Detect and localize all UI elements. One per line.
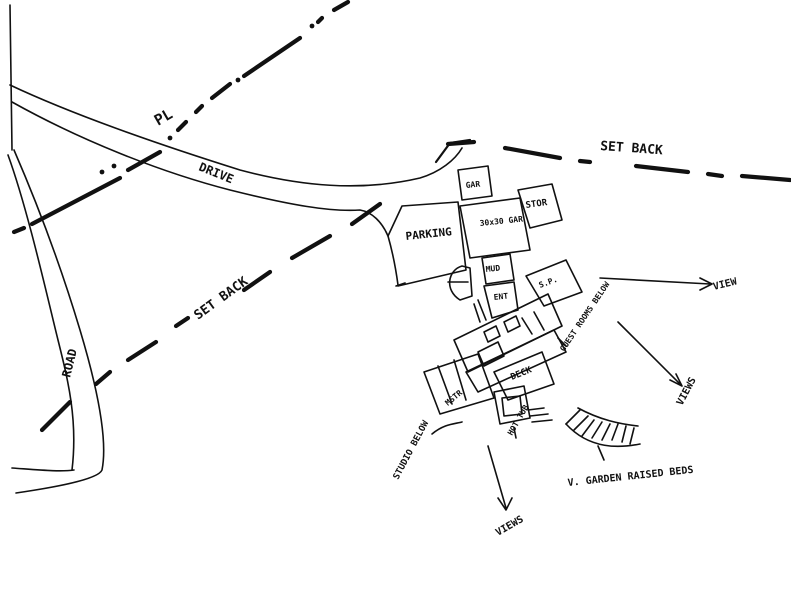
label-storage: STOR [525, 198, 548, 211]
road-edge-east [13, 149, 105, 494]
mudroom [481, 253, 515, 285]
hottub-leader [513, 427, 517, 439]
label-garage-main: 30x30 GAR [479, 214, 523, 228]
label-road: ROAD [59, 347, 80, 378]
label-property-line: PL [151, 105, 176, 130]
view-arrow-south [487, 445, 513, 511]
entry-stair [447, 265, 473, 301]
drive [9, 84, 463, 287]
view-arrow-east [599, 277, 713, 291]
garden-leader [597, 445, 605, 461]
road [7, 149, 105, 494]
road-edge-end [11, 467, 75, 472]
studio-leader [431, 421, 463, 435]
entry [483, 281, 519, 319]
label-mudroom: MUD [485, 264, 500, 274]
garage-main [459, 197, 531, 259]
storage [517, 183, 563, 229]
guest-leader [557, 337, 567, 347]
label-setback-top: SET BACK [600, 139, 664, 158]
setback-line-diagonal [39, 201, 383, 433]
label-setback-diagonal: SET BACK [192, 274, 252, 323]
label-gardens: V. GARDEN RAISED BEDS [567, 465, 694, 489]
road-edge-west [7, 154, 75, 471]
label-screen-porch: S.P. [538, 275, 559, 290]
main-wing [453, 293, 567, 393]
property-line [11, 0, 351, 235]
drive-edge-north [9, 84, 463, 187]
hot-tub [493, 385, 553, 425]
label-view-east: VIEW [712, 276, 739, 293]
view-arrow-southeast [617, 321, 683, 387]
sheet-edge-line [9, 4, 13, 151]
garden-beds [565, 407, 641, 448]
label-studio: STUDIO BELOW [392, 419, 432, 482]
screen-porch [525, 259, 583, 307]
label-entry: ENT [493, 292, 508, 302]
label-deck: DECK [509, 365, 533, 383]
label-view-south: VIEWS [494, 514, 526, 539]
label-parking: PARKING [405, 225, 453, 243]
label-garage-small: GAR [465, 180, 480, 190]
label-hot-tub: HOT TUB [506, 403, 531, 437]
master-suite [423, 353, 495, 415]
parking-outline [387, 201, 467, 287]
garage-small [457, 165, 493, 201]
setback-line-top [434, 138, 791, 183]
drive-edge-south [11, 101, 399, 286]
label-guest-room: GUEST ROOMS BELOW [558, 280, 611, 353]
